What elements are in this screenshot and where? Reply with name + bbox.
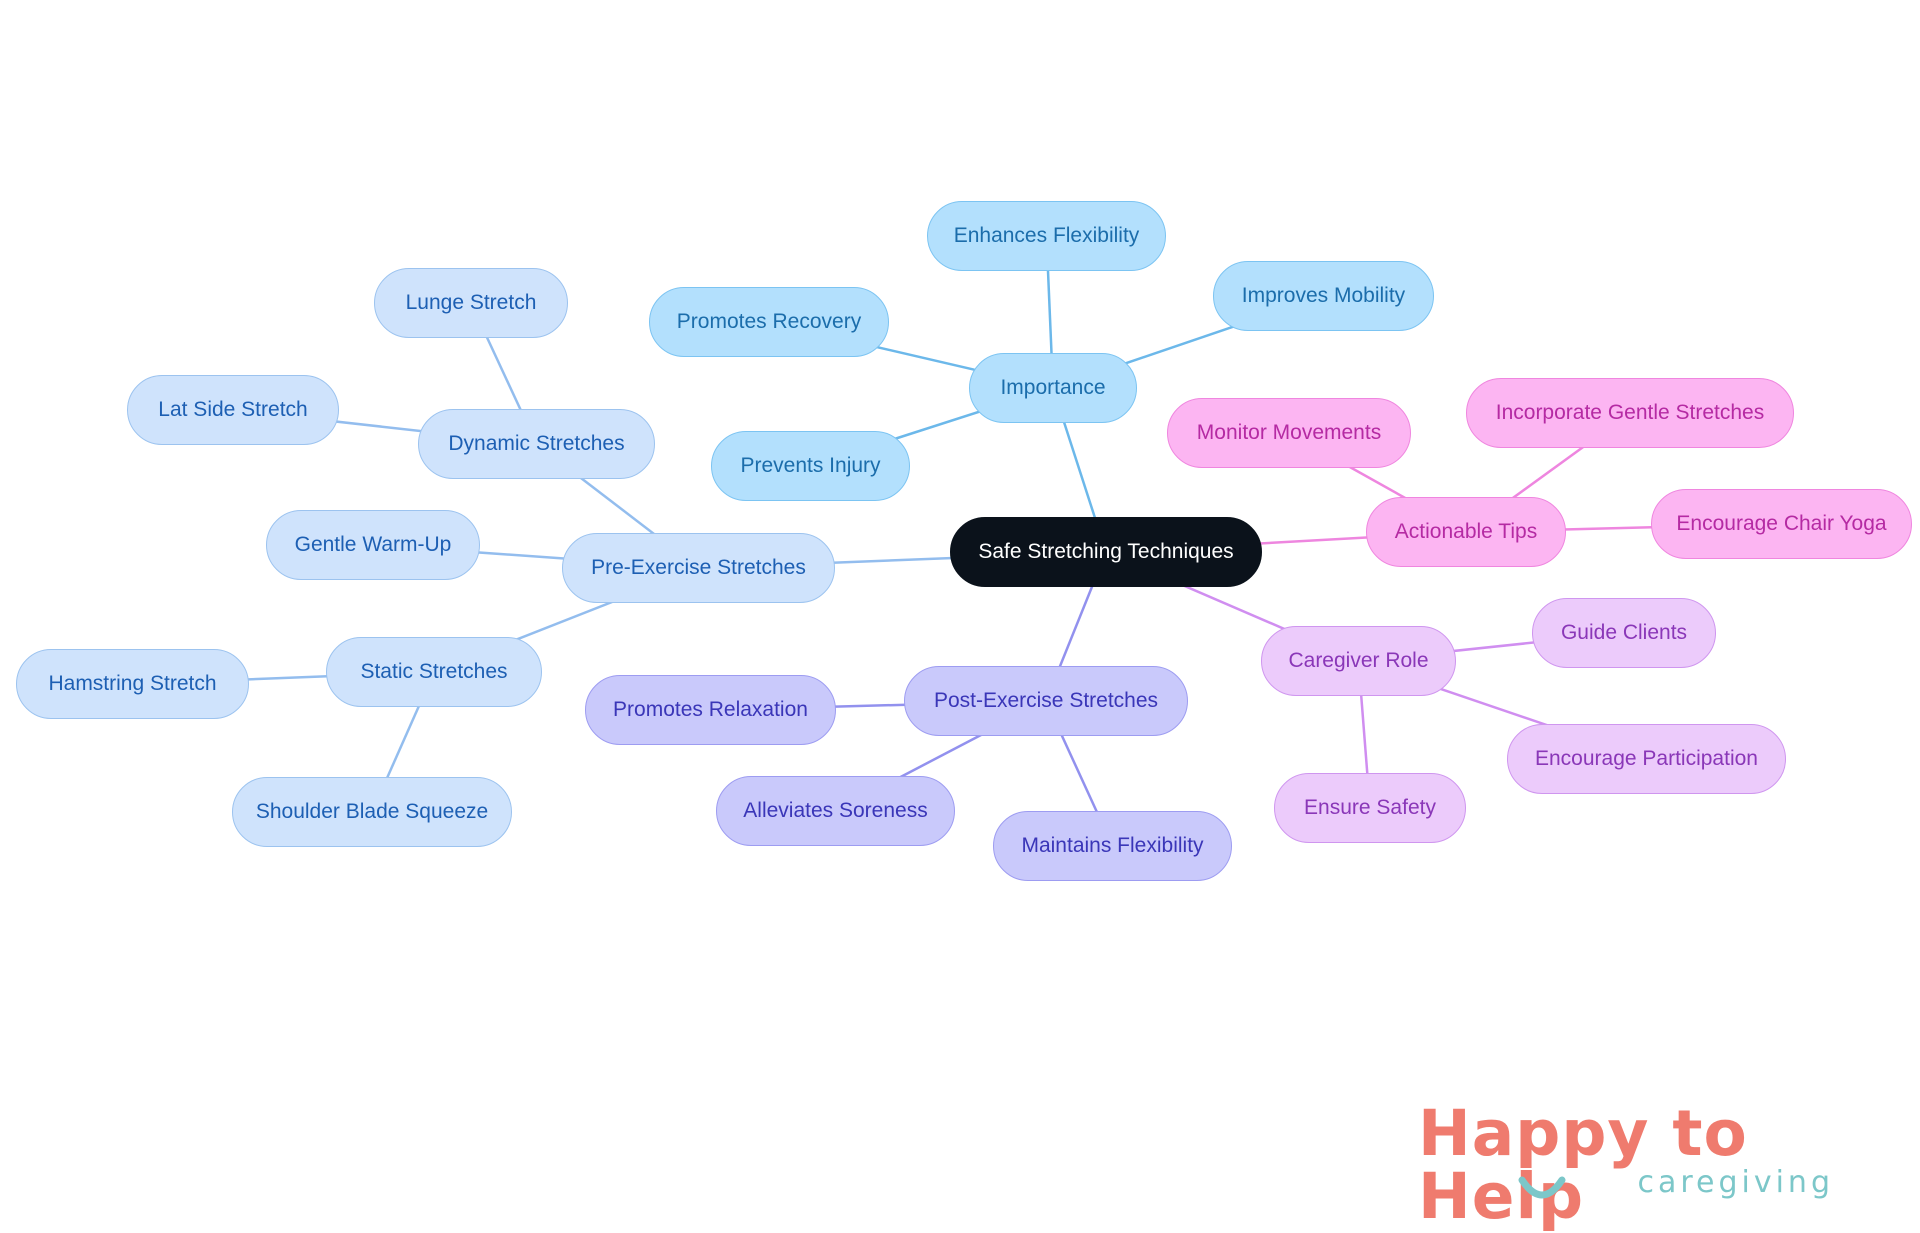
node-lunge-stretch[interactable]: Lunge Stretch	[374, 268, 568, 338]
node-guide-clients[interactable]: Guide Clients	[1532, 598, 1716, 668]
node-importance[interactable]: Importance	[969, 353, 1137, 423]
node-incorporate-gentle-stretches[interactable]: Incorporate Gentle Stretches	[1466, 378, 1794, 448]
node-encourage-participation[interactable]: Encourage Participation	[1507, 724, 1786, 794]
node-encourage-chair-yoga[interactable]: Encourage Chair Yoga	[1651, 489, 1912, 559]
node-ensure-safety[interactable]: Ensure Safety	[1274, 773, 1466, 843]
node-pre-exercise-stretches[interactable]: Pre-Exercise Stretches	[562, 533, 835, 603]
node-maintains-flexibility[interactable]: Maintains Flexibility	[993, 811, 1232, 881]
node-promotes-recovery[interactable]: Promotes Recovery	[649, 287, 889, 357]
node-actionable-tips[interactable]: Actionable Tips	[1366, 497, 1566, 567]
node-post-exercise-stretches[interactable]: Post-Exercise Stretches	[904, 666, 1188, 736]
smile-icon	[1518, 1176, 1566, 1199]
node-gentle-warm-up[interactable]: Gentle Warm-Up	[266, 510, 480, 580]
node-hamstring-stretch[interactable]: Hamstring Stretch	[16, 649, 249, 719]
node-monitor-movements[interactable]: Monitor Movements	[1167, 398, 1411, 468]
node-static-stretches[interactable]: Static Stretches	[326, 637, 542, 707]
root-node[interactable]: Safe Stretching Techniques	[950, 517, 1262, 587]
node-caregiver-role[interactable]: Caregiver Role	[1261, 626, 1456, 696]
node-promotes-relaxation[interactable]: Promotes Relaxation	[585, 675, 836, 745]
happy-to-help-logo: Happy to Help caregiving	[1418, 1102, 1888, 1228]
node-prevents-injury[interactable]: Prevents Injury	[711, 431, 910, 501]
node-improves-mobility[interactable]: Improves Mobility	[1213, 261, 1434, 331]
node-dynamic-stretches[interactable]: Dynamic Stretches	[418, 409, 655, 479]
node-lat-side-stretch[interactable]: Lat Side Stretch	[127, 375, 339, 445]
node-shoulder-blade-squeeze[interactable]: Shoulder Blade Squeeze	[232, 777, 512, 847]
node-enhances-flexibility[interactable]: Enhances Flexibility	[927, 201, 1166, 271]
logo-subtitle-text: caregiving	[1637, 1165, 1834, 1200]
node-alleviates-soreness[interactable]: Alleviates Soreness	[716, 776, 955, 846]
